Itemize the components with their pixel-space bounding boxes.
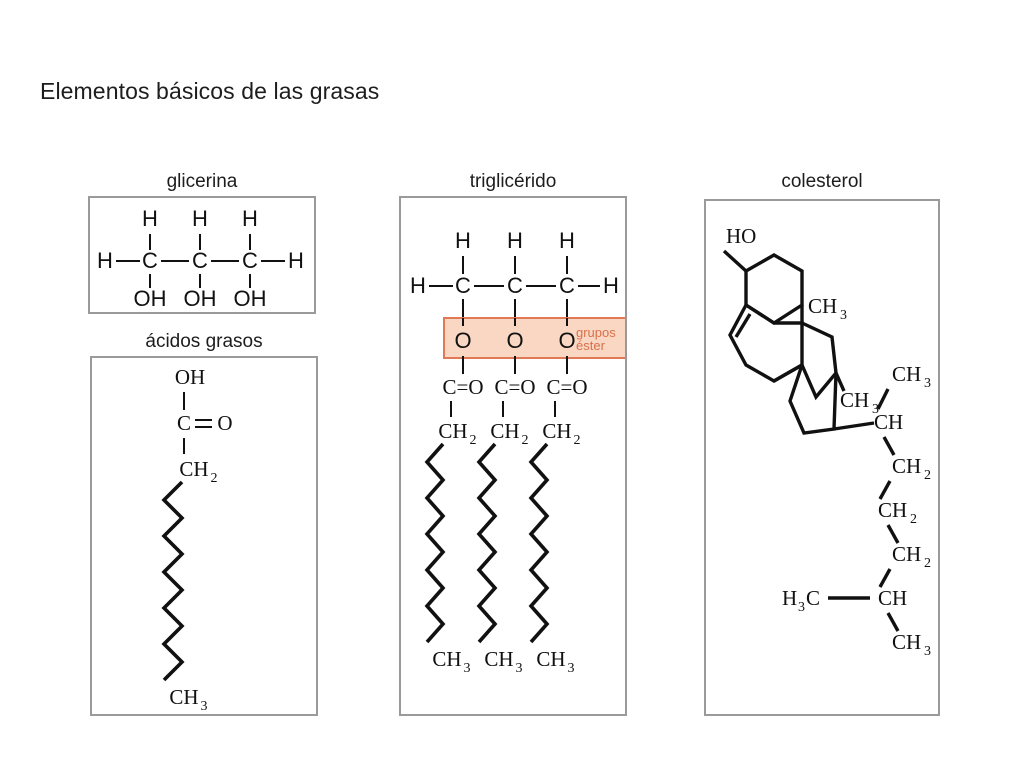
panel-colesterol: HO CH 3 CH 3 CH 3 — [704, 199, 940, 716]
triglyceride-carbonyl-2: C=O — [494, 375, 535, 399]
page-title: Elementos básicos de las grasas — [40, 78, 380, 104]
triglyceride-carbonyl-1: C=O — [442, 375, 483, 399]
triglyceride-methylene-1-sub: 2 — [470, 433, 477, 448]
cholesterol-isopropyl-methyl-sub: 3 — [798, 600, 805, 615]
triglyceride-terminal-methyl-3-sub: 3 — [568, 661, 575, 676]
triglyceride-top-h-3: H — [559, 228, 575, 253]
cholesterol-ring-a — [744, 253, 804, 326]
ester-group-highlight — [443, 317, 625, 359]
glycerol-left-h: H — [97, 248, 113, 273]
triglyceride-carbonyl-3: C=O — [546, 375, 587, 399]
cholesterol-side-methyl-c27-sub: 3 — [924, 644, 931, 659]
fatty-acid-hydroxyl: OH — [175, 365, 205, 389]
cholesterol-side-ch2-c24-sub: 2 — [924, 556, 931, 571]
triglyceride-right-h: H — [603, 273, 619, 298]
triglyceride-ester-o-1: O — [454, 328, 471, 353]
triglyceride-methylene-2: CH — [490, 419, 519, 443]
triglyceride-methylene-3: CH — [542, 419, 571, 443]
triglyceride-carbon-2: C — [507, 273, 523, 298]
triglyceride-zigzag-chain-1 — [424, 442, 446, 644]
triglyceride-top-h-1: H — [455, 228, 471, 253]
panel-label-triglicerido: triglicérido — [469, 171, 557, 192]
triglyceride-top-h-2: H — [507, 228, 523, 253]
cholesterol-bond-c24-c25 — [878, 568, 892, 588]
panel-acidos-grasos: OH C O CH 2 CH 3 — [90, 356, 318, 716]
cholesterol-bond-c13-c18 — [834, 372, 846, 392]
cholesterol-bond-c23-c24 — [886, 524, 900, 544]
glycerol-oh-1: OH — [134, 286, 167, 311]
panel-label-glicerina: glicerina — [166, 171, 238, 192]
glycerol-top-h-2: H — [192, 206, 208, 231]
cholesterol-bond-c17-c20 — [833, 421, 875, 431]
glycerol-right-h: H — [288, 248, 304, 273]
triglyceride-terminal-methyl-1: CH — [432, 647, 461, 671]
cholesterol-side-ch-c20: CH — [874, 410, 903, 434]
cholesterol-side-methyl-c21: CH — [892, 362, 921, 386]
cholesterol-isopropyl-methyl-c: C — [806, 586, 820, 610]
glycerol-structure: H H H C C C H H OH OH OH — [97, 206, 304, 311]
triglyceride-structure: H H H C C C H H O O — [410, 228, 625, 676]
cholesterol-hydroxyl: HO — [726, 224, 756, 248]
ester-annotation-line2: éster — [576, 338, 606, 353]
triglyceride-methylene-3-sub: 2 — [574, 433, 581, 448]
triglyceride-terminal-methyl-3: CH — [536, 647, 565, 671]
cholesterol-structure: HO CH 3 CH 3 CH 3 — [722, 224, 931, 659]
fatty-acid-carbonyl-oxygen: O — [217, 411, 232, 435]
cholesterol-isopropyl-methyl-h: H — [782, 586, 797, 610]
glycerol-carbon-2: C — [192, 248, 208, 273]
cholesterol-bond-ho-c3 — [722, 249, 748, 273]
triglyceride-terminal-methyl-1-sub: 3 — [464, 661, 471, 676]
cholesterol-double-bond-inner — [734, 313, 752, 338]
glycerol-oh-2: OH — [184, 286, 217, 311]
triglyceride-carbon-3: C — [559, 273, 575, 298]
triglyceride-carbon-1: C — [455, 273, 471, 298]
cholesterol-side-ch2-c24: CH — [892, 542, 921, 566]
fatty-acid-zigzag-chain — [161, 480, 185, 682]
cholesterol-side-ch2-c22-sub: 2 — [924, 468, 931, 483]
cholesterol-ring-d — [788, 364, 838, 435]
cholesterol-side-ch-c25: CH — [878, 586, 907, 610]
triglyceride-ester-o-3: O — [558, 328, 575, 353]
glycerol-carbon-1: C — [142, 248, 158, 273]
cholesterol-side-ch2-c23: CH — [878, 498, 907, 522]
panel-triglicerido: H H H C C C H H O O — [399, 196, 627, 716]
cholesterol-bond-c25-c27 — [886, 612, 900, 632]
triglyceride-methylene-1: CH — [438, 419, 467, 443]
cholesterol-methyl-c18: CH — [840, 388, 869, 412]
cholesterol-side-ch2-c22: CH — [892, 454, 921, 478]
fatty-acid-structure: OH C O CH 2 CH 3 — [161, 365, 233, 714]
cholesterol-bond-c8-c7 — [773, 363, 803, 383]
cholesterol-side-methyl-c21-sub: 3 — [924, 376, 931, 391]
glycerol-carbon-3: C — [242, 248, 258, 273]
cholesterol-bond-c20-c22 — [882, 436, 896, 456]
ester-annotation-line1: grupos — [576, 325, 616, 340]
cholesterol-methyl-c19: CH — [808, 294, 837, 318]
triglyceride-zigzag-chain-3 — [528, 442, 550, 644]
cholesterol-bond-c20-c21 — [876, 388, 890, 410]
triglyceride-zigzag-chain-2 — [476, 442, 498, 644]
triglyceride-left-h: H — [410, 273, 426, 298]
cholesterol-side-methyl-c27: CH — [892, 630, 921, 654]
fatty-acid-methylene: CH — [179, 457, 208, 481]
cholesterol-ring-c — [800, 321, 838, 401]
triglyceride-ester-o-2: O — [506, 328, 523, 353]
glycerol-oh-3: OH — [234, 286, 267, 311]
glycerol-top-h-1: H — [142, 206, 158, 231]
triglyceride-terminal-methyl-2-sub: 3 — [516, 661, 523, 676]
glycerol-top-h-3: H — [242, 206, 258, 231]
cholesterol-methyl-c18-sub: 3 — [872, 402, 879, 417]
fatty-acid-terminal-methyl-sub: 3 — [201, 699, 208, 714]
triglyceride-methylene-2-sub: 2 — [522, 433, 529, 448]
panel-label-acidos-grasos: ácidos grasos — [145, 331, 263, 352]
fatty-acid-methylene-sub: 2 — [211, 471, 218, 486]
fatty-acid-carbonyl-carbon: C — [177, 411, 191, 435]
cholesterol-bond-c22-c23 — [878, 480, 892, 500]
panel-glicerina: H H H C C C H H OH OH OH — [88, 196, 316, 314]
cholesterol-side-ch2-c23-sub: 2 — [910, 512, 917, 527]
fatty-acid-terminal-methyl: CH — [169, 685, 198, 709]
cholesterol-methyl-c19-sub: 3 — [840, 308, 847, 323]
triglyceride-terminal-methyl-2: CH — [484, 647, 513, 671]
panel-label-colesterol: colesterol — [781, 171, 863, 192]
